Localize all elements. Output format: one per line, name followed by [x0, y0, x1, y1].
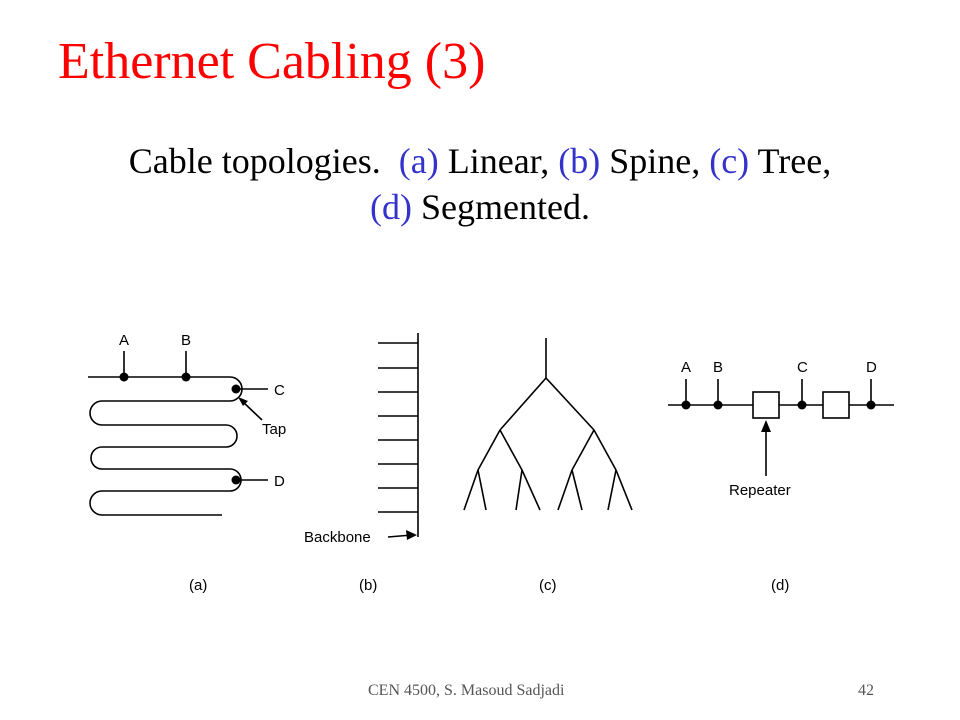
caption-c: (c): [539, 577, 557, 594]
seg-label-b: B: [713, 359, 723, 376]
subtitle-tag-d: (d): [370, 187, 412, 227]
tap-arrowhead: [238, 397, 248, 406]
tree-leaf: [477, 469, 487, 511]
tree-leaf: [557, 469, 573, 511]
tree-branch: [545, 377, 595, 431]
station-c-dot: [231, 384, 241, 394]
tree-leaf: [521, 469, 541, 511]
subtitle-tag-b: (b): [558, 141, 601, 181]
seg-station-a-dot: [681, 400, 691, 410]
seg-label-d: D: [866, 359, 877, 376]
station-b-dot: [181, 372, 191, 382]
caption-b: (b): [359, 577, 377, 594]
station-a-dot: [119, 372, 129, 382]
tree-branch: [593, 429, 617, 471]
linear-label-a: A: [119, 332, 129, 349]
tree-leaf: [571, 469, 583, 511]
repeater-arrowhead: [761, 420, 771, 432]
tree-leaf: [607, 469, 617, 511]
subtitle-tag-c: (c): [709, 141, 750, 181]
linear-label-b: B: [181, 332, 191, 349]
segmented-topology: [668, 379, 894, 476]
linear-topology: [88, 351, 268, 516]
tap-label: Tap: [262, 421, 286, 438]
backbone-label: Backbone: [304, 529, 371, 546]
subtitle-text-b: Spine,: [600, 141, 710, 181]
caption-d: (d): [771, 577, 789, 594]
seg-station-d-dot: [866, 400, 876, 410]
seg-label-a: A: [681, 359, 691, 376]
linear-label-c: C: [274, 382, 285, 399]
tree-branch: [499, 429, 523, 471]
subtitle-text-d: Segmented.: [412, 187, 590, 227]
backbone-arrowhead: [406, 530, 417, 540]
slide-subtitle: Cable topologies. (a) Linear, (b) Spine,…: [40, 138, 920, 230]
repeater-label: Repeater: [729, 482, 791, 499]
footer-page-number: 42: [858, 682, 874, 699]
seg-station-b-dot: [713, 400, 723, 410]
tree-leaf: [615, 469, 633, 511]
subtitle-text-a: Linear,: [438, 141, 559, 181]
subtitle-lead: Cable topologies.: [128, 141, 381, 181]
repeater-box-2: [822, 391, 850, 419]
tree-branch: [477, 429, 501, 471]
tree-branch: [571, 429, 595, 471]
linear-label-d: D: [274, 473, 285, 490]
tree-leaf: [463, 469, 479, 511]
spine-topology: [378, 333, 419, 538]
seg-label-c: C: [797, 359, 808, 376]
footer-course: CEN 4500, S. Masoud Sadjadi: [368, 682, 565, 699]
repeater-box-1: [752, 391, 780, 419]
tree-leaf: [515, 469, 523, 511]
subtitle-tag-a: (a): [398, 141, 439, 181]
linear-cable: [88, 376, 243, 516]
seg-station-c-dot: [797, 400, 807, 410]
station-d-dot: [231, 475, 241, 485]
tree-topology: [463, 338, 633, 511]
subtitle-text-c: Tree,: [749, 141, 832, 181]
caption-a: (a): [189, 577, 207, 594]
slide-title: Ethernet Cabling (3): [58, 33, 486, 90]
tree-branch: [499, 377, 547, 431]
